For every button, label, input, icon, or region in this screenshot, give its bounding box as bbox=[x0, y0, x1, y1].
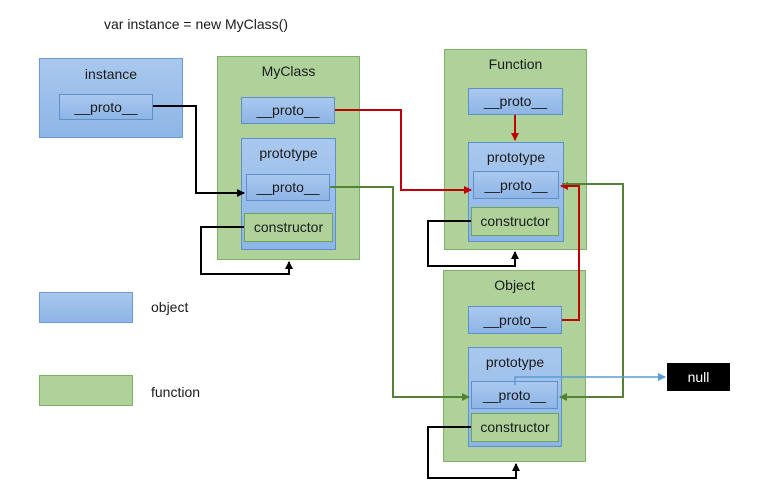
object-title: Object bbox=[494, 277, 535, 293]
function-constructor: constructor bbox=[471, 207, 559, 236]
instance-proto: __proto__ bbox=[59, 94, 153, 120]
myclass-prototype-title: prototype bbox=[259, 145, 318, 161]
legend-object-swatch bbox=[39, 292, 133, 323]
legend-function-swatch bbox=[39, 375, 133, 406]
function-prototype-proto-arrow bbox=[559, 183, 624, 401]
myclass-proto: __proto__ bbox=[241, 97, 335, 124]
function-prototype-title: prototype bbox=[486, 149, 546, 165]
object-prototype-proto-null-arrow bbox=[514, 373, 666, 385]
instance-title: instance bbox=[84, 66, 138, 82]
myclass-title: MyClass bbox=[261, 63, 316, 79]
instance-proto-arrow bbox=[153, 105, 245, 197]
function-prototype-proto: __proto__ bbox=[473, 171, 559, 199]
function-constructor-arrow bbox=[427, 220, 519, 267]
myclass-constructor: constructor bbox=[244, 213, 333, 242]
myclass-proto-arrow bbox=[335, 109, 472, 194]
object-prototype-title: prototype bbox=[485, 354, 545, 370]
object-proto: __proto__ bbox=[468, 306, 562, 334]
object-proto-arrow bbox=[560, 182, 580, 321]
legend-function-label: function bbox=[151, 384, 201, 400]
myclass-prototype-proto: __proto__ bbox=[246, 174, 330, 201]
object-constructor-arrow bbox=[427, 426, 520, 479]
function-proto: __proto__ bbox=[468, 88, 563, 115]
function-title: Function bbox=[488, 56, 543, 72]
myclass-constructor-arrow bbox=[200, 226, 293, 275]
code-line: var instance = new MyClass() bbox=[104, 16, 289, 32]
myclass-prototype-proto-arrow bbox=[330, 186, 470, 401]
null-node: null bbox=[667, 363, 730, 391]
legend-object-label: object bbox=[151, 299, 189, 315]
object-constructor: constructor bbox=[471, 413, 559, 442]
